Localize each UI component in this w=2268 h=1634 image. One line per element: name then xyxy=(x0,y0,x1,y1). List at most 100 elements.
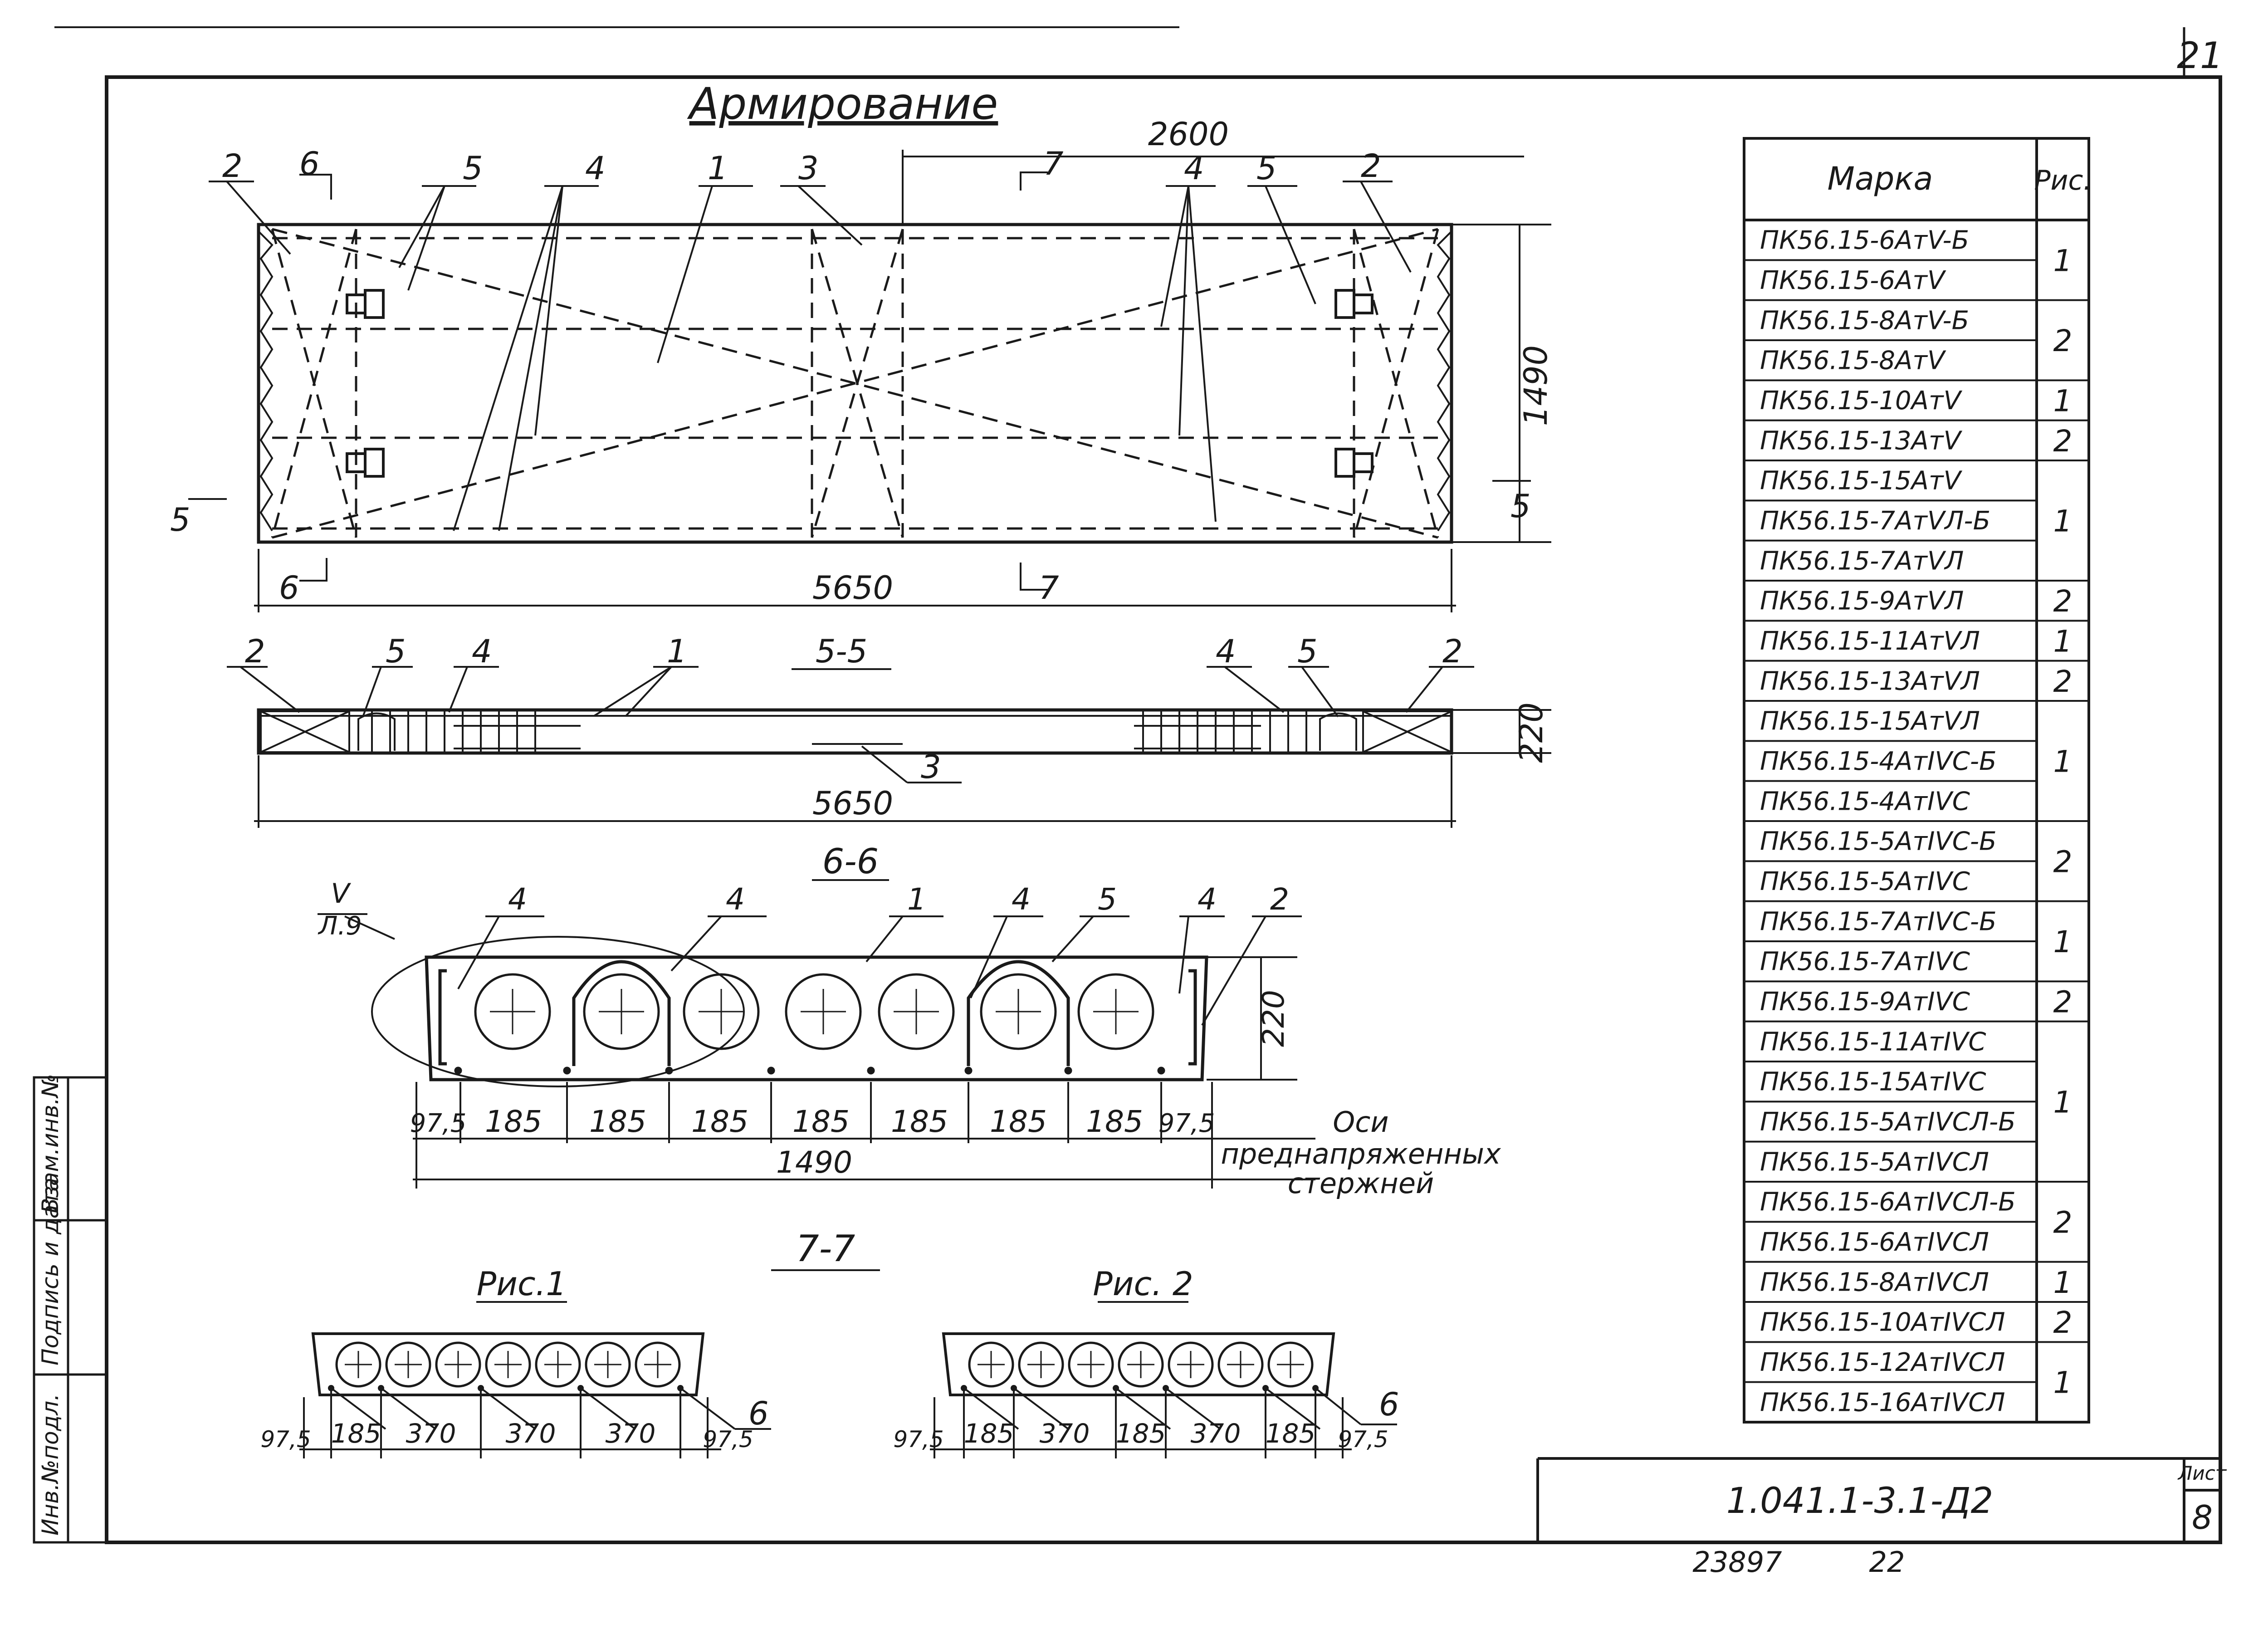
section-6-spacing-5: 185 xyxy=(891,1104,948,1139)
section-6-spacing-6: 185 xyxy=(990,1104,1047,1139)
section-6-outline xyxy=(425,955,1208,1081)
table-mark-cell: ПК56.15-6АтIVСЛ-Б xyxy=(1760,1188,2016,1217)
fig1-spacing-2: 370 xyxy=(406,1418,456,1449)
page-number: 21 xyxy=(2177,34,2223,77)
plan-callout-right-1: 5 xyxy=(1256,150,1277,187)
plan-dim-length: 5650 xyxy=(812,569,893,607)
section-5-callout-1: 5 xyxy=(386,633,406,670)
plan-dim-half: 2600 xyxy=(1148,116,1229,153)
fig1-section: 97,5 185 370 370 370 97,5 6 xyxy=(260,1332,771,1458)
table-mark-cell: ПК56.15-13АтV xyxy=(1760,426,1963,455)
section-5-dim-length: 5650 xyxy=(812,785,893,822)
table-fig-cell: 2 xyxy=(2053,584,2072,619)
section-6-callout-4: 5 xyxy=(1098,882,1117,917)
stamp-field-3: Взам.инв.№ xyxy=(37,1074,64,1213)
marks-table: Марка Рис. ПК56.15-6АтV-БПК56.15-6АтVПК5… xyxy=(1743,137,2092,1424)
table-mark-cell: ПК56.15-7АтIVС-Б xyxy=(1760,907,1997,936)
section-6-spacing-7: 185 xyxy=(1086,1104,1143,1139)
table-header-mark: Марка xyxy=(1828,160,1933,197)
plan-callout-left-2: 4 xyxy=(585,150,606,187)
table-fig-cell: 1 xyxy=(2053,1365,2072,1400)
table-mark-cell: ПК56.15-15АтIVС xyxy=(1760,1067,1986,1097)
node-sheet: Л.9 xyxy=(318,911,362,941)
drawing-title: Армирование xyxy=(687,78,998,129)
section-6-spacing-2: 185 xyxy=(589,1104,646,1139)
sheet-number: 8 xyxy=(2192,1498,2213,1536)
section-5-callout-4: 4 xyxy=(1216,633,1236,670)
fig2-spacing-6: 97,5 xyxy=(1338,1426,1388,1453)
section-5-callout-5: 5 xyxy=(1297,633,1318,670)
section-5-callout-0: 2 xyxy=(245,633,265,670)
section-6-callout-3: 4 xyxy=(1012,882,1031,917)
title-block xyxy=(1536,1457,2220,1542)
plan-callout-left-4: 3 xyxy=(798,150,819,187)
plan-section-7-top: 7 xyxy=(1043,145,1064,182)
table-fig-cell: 2 xyxy=(2053,844,2072,879)
axes-note-line-1: Оси xyxy=(1333,1106,1388,1139)
section-7-7: 7-7 Рис.1 Рис. 2 xyxy=(260,1228,1399,1458)
section-6-title: 6-6 xyxy=(822,841,879,881)
fig1-label: Рис.1 xyxy=(477,1265,567,1303)
table-fig-cell: 1 xyxy=(2053,624,2072,659)
plan-dim-width: 1490 xyxy=(1517,345,1554,426)
table-group-lines xyxy=(2037,299,2089,1343)
table-mark-cell: ПК56.15-7АтIVС xyxy=(1760,947,1970,977)
bottom-number-a: 23897 xyxy=(1692,1546,1782,1579)
section-5-dim-height: 220 xyxy=(1513,702,1550,763)
section-6-spacing-0: 97,5 xyxy=(410,1109,467,1138)
fig2-spacing-5: 185 xyxy=(1266,1418,1316,1449)
table-fig-cell: 2 xyxy=(2053,664,2072,699)
table-fig-cell: 1 xyxy=(2053,504,2072,539)
plan-section-5-left: 5 xyxy=(170,501,191,538)
section-5-callout-6: 2 xyxy=(1442,633,1463,670)
fig2-callout: 6 xyxy=(1379,1386,1399,1423)
table-mark-cell: ПК56.15-9АтIVС xyxy=(1760,987,1970,1017)
section-5-callout-7: 3 xyxy=(921,749,941,786)
plan-right-keyway xyxy=(1437,230,1452,532)
section-6-spacing-4: 185 xyxy=(792,1104,850,1139)
bottom-number-b: 22 xyxy=(1869,1546,1905,1579)
table-mark-cell: ПК56.15-5АтIVСЛ xyxy=(1760,1147,1989,1177)
table-mark-cell: ПК56.15-6АтV-Б xyxy=(1760,226,1969,255)
table-mark-cell: ПК56.15-7АтVЛ xyxy=(1760,546,1964,576)
table-mark-cell: ПК56.15-5АтIVС-Б xyxy=(1760,827,1997,856)
section-6-callout-0: 4 xyxy=(508,882,527,917)
plan-callout-left-3: 1 xyxy=(708,150,728,187)
sheet-label: Лист xyxy=(2177,1462,2227,1484)
side-stamp xyxy=(33,1076,108,1544)
section-6-spacing-1: 185 xyxy=(485,1104,542,1139)
section-6-spacing-3: 185 xyxy=(691,1104,748,1139)
fig2-spacing-4: 370 xyxy=(1191,1418,1241,1449)
table-fig-cell: 1 xyxy=(2053,243,2072,278)
fig2-section: 97,5 185 370 185 370 185 97,5 6 xyxy=(893,1332,1399,1458)
plan-callout-right-2: 2 xyxy=(1361,147,1381,185)
table-mark-cell: ПК56.15-15АтV xyxy=(1760,466,1963,496)
table-mark-rows: ПК56.15-6АтV-БПК56.15-6АтVПК56.15-8АтV-Б… xyxy=(1760,226,2016,1418)
table-mark-cell: ПК56.15-5АтIVСЛ-Б xyxy=(1760,1107,2016,1137)
plan-left-keyway xyxy=(258,230,274,532)
table-mark-cell: ПК56.15-6АтV xyxy=(1760,266,1946,295)
table-mark-cell: ПК56.15-11АтVЛ xyxy=(1760,626,1980,656)
section-6-callout-1: 4 xyxy=(726,882,745,917)
table-fig-cell: 2 xyxy=(2053,1205,2072,1240)
table-mark-cell: ПК56.15-6АтIVСЛ xyxy=(1760,1228,1989,1257)
plan-view: 2600 5650 1490 5 5 6 6 7 7 2 5 4 1 3 4 5… xyxy=(170,116,1554,612)
fig1-spacing-4: 370 xyxy=(606,1418,656,1449)
plan-section-6-bottom: 6 xyxy=(279,569,299,607)
table-mark-cell: ПК56.15-13АтVЛ xyxy=(1760,666,1980,696)
table-mark-cell: ПК56.15-4АтIVС xyxy=(1760,787,1970,816)
stamp-field-2: Подпись и дата xyxy=(37,1178,64,1365)
fig1-spacing-5: 97,5 xyxy=(703,1426,753,1453)
section-6-callout-2: 1 xyxy=(907,882,926,917)
fig1-spacing-0: 97,5 xyxy=(260,1426,311,1453)
doc-code: 1.041.1-3.1-Д2 xyxy=(1726,1481,1994,1521)
table-row-lines xyxy=(1744,259,2037,1383)
table-fig-cell: 1 xyxy=(2053,1265,2072,1300)
table-mark-cell: ПК56.15-7АтVЛ-Б xyxy=(1760,506,1990,536)
table-fig-cell: 2 xyxy=(2053,424,2072,459)
section-6-callout-5: 4 xyxy=(1198,882,1217,917)
table-mark-cell: ПК56.15-11АтIVС xyxy=(1760,1027,1986,1057)
plan-section-7-bottom: 7 xyxy=(1039,569,1059,607)
axes-note-line-2: преднапряженных xyxy=(1221,1137,1501,1170)
section-6-dim-height: 220 xyxy=(1256,990,1291,1047)
